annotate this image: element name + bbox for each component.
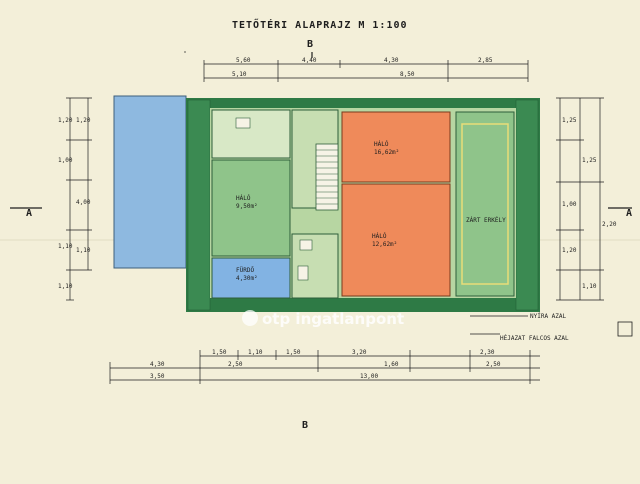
staircase (315, 143, 339, 211)
balcony-glazing (461, 123, 509, 285)
section-mark-bottom: B (302, 420, 308, 431)
terrace-area (113, 95, 187, 269)
dim-right-3: 1,00 (562, 201, 577, 208)
bottom-dimensions (109, 350, 540, 384)
room-bedroom-small (211, 159, 291, 257)
section-mark-left: A (26, 208, 32, 219)
top-dimensions (184, 51, 529, 82)
section-mark-top: B (307, 39, 313, 50)
left-dimensions (66, 97, 92, 301)
dim-bottom-6: 4,30 (150, 361, 165, 368)
dim-left-5: 1,10 (58, 243, 73, 250)
dim-bottom-2: 1,10 (248, 349, 263, 356)
room-label-bedroom-small: HÁLÓ (236, 195, 251, 202)
room-area-bathroom: 4,30m² (236, 275, 258, 282)
dim-bottom-7: 2,50 (228, 361, 243, 368)
stamp-box (617, 321, 633, 337)
dim-left-4: 4,00 (76, 199, 91, 206)
eaves-note: HÉJAZAT FALCOS AZAL (500, 334, 569, 342)
washbasin-fixture (235, 117, 251, 129)
room-label-bedroom-north: HÁLÓ (374, 141, 389, 148)
dim-bottom-4: 3,20 (352, 349, 367, 356)
dim-bottom-11: 13,00 (360, 373, 378, 380)
room-bathroom (211, 257, 291, 299)
room-closed-balcony (455, 111, 515, 297)
dim-top-1: 5,60 (236, 57, 251, 64)
room-bedroom-north (341, 111, 451, 183)
dim-left-1: 1,20 (58, 117, 73, 124)
right-roof-strip (515, 99, 539, 311)
dim-top-3: 4,30 (384, 57, 399, 64)
room-label-bathroom: FÜRDŐ (236, 267, 254, 274)
room-area-bedroom-south: 12,62m² (372, 241, 397, 248)
sink-fixture (299, 239, 313, 251)
right-dimensions (556, 97, 604, 301)
room-area-bedroom-north: 16,62m² (374, 149, 399, 156)
dim-top-5: 5,10 (232, 71, 247, 78)
dim-right-1: 1,25 (562, 117, 577, 124)
wardrobe-room (211, 109, 291, 159)
dim-left-2: 1,20 (76, 117, 91, 124)
plan-title: TETŐTÉRI ALAPRAJZ M 1:100 (232, 17, 408, 31)
room-bedroom-south (341, 183, 451, 297)
dim-right-4: 2,20 (602, 221, 617, 228)
dim-left-3: 1,00 (58, 157, 73, 164)
dim-top-2: 4,40 (302, 57, 317, 64)
room-area-bedroom-small: 9,50m² (236, 203, 258, 210)
dim-right-5: 1,20 (562, 247, 577, 254)
room-label-balcony: ZÁRT ERKÉLY (466, 216, 506, 224)
room-label-bedroom-south: HÁLÓ (372, 233, 387, 240)
dim-left-6: 1,10 (76, 247, 91, 254)
watermark: otp ingatlanpont (262, 310, 404, 328)
watermark-logo-icon (242, 310, 258, 326)
dim-bottom-1: 1,50 (212, 349, 227, 356)
dim-bottom-3: 1,50 (286, 349, 301, 356)
dim-bottom-8: 1,60 (384, 361, 399, 368)
left-roof-strip (187, 99, 211, 311)
dim-top-6: 8,50 (400, 71, 415, 78)
dim-bottom-5: 2,30 (480, 349, 495, 356)
section-mark-right: A (626, 208, 632, 219)
roof-note: NYÍRA AZAL (530, 312, 567, 320)
dim-bottom-10: 3,50 (150, 373, 165, 380)
dim-right-2: 1,25 (582, 157, 597, 164)
dim-right-6: 1,10 (582, 283, 597, 290)
dim-bottom-9: 2,50 (486, 361, 501, 368)
dim-left-7: 1,10 (58, 283, 73, 290)
dim-top-4: 2,85 (478, 57, 493, 64)
toilet-fixture (297, 265, 309, 281)
